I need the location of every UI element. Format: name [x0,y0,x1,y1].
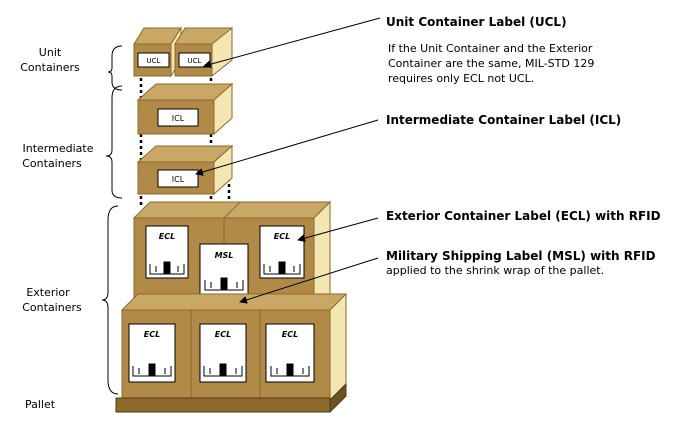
msl-note: applied to the shrink wrap of the pallet… [386,264,604,277]
icl-arrow [195,119,379,176]
ucl-title: Unit Container Label (UCL) [386,15,567,29]
barcode-icon [263,261,301,275]
barcode-icon [149,261,185,275]
msl-title: Military Shipping Label (MSL) with RFID [386,249,656,263]
ecl-label-lower-left-text: ECL [144,330,160,339]
exterior-containers-label-line2: Containers [22,301,82,314]
ecl-label-upper-right-text: ECL [274,232,290,241]
barcode-icon [204,277,244,291]
exterior-bracket [101,205,119,395]
barcode-icon [132,363,172,377]
ucl-note-line2: Container are the same, MIL-STD 129 [388,57,594,70]
msl-label-text: MSL [215,251,234,260]
icl-label-top-text: ICL [172,114,185,123]
ecl-label-upper-right: ECL [259,225,305,279]
msl-label: MSL [199,243,249,297]
ecl-label-lower-left: ECL [128,323,176,383]
intermediate-container-top: ICL [136,82,234,136]
barcode-icon [270,363,310,377]
intermediate-container-bottom: ICL [136,144,234,196]
unit-bracket [107,45,123,91]
msl-arrow [239,257,379,304]
ucl-arrow [203,17,381,69]
unit-container-right: UCL [174,26,233,78]
icl-title: Intermediate Container Label (ICL) [386,113,621,127]
ecl-label-lower-right-text: ECL [282,330,298,339]
icl-label-top [157,108,199,127]
ecl-label-lower-right: ECL [265,323,315,383]
unit-containers-label-line2: Containers [20,61,80,74]
icl-label-bottom [157,169,199,188]
exterior-containers-label-line1: Exterior [26,286,70,299]
ucl-label-left [137,52,170,68]
ucl-note-line1: If the Unit Container and the Exterior [388,42,593,55]
barcode-icon [203,363,243,377]
pallet [115,382,347,413]
ucl-label-left-text: UCL [147,57,161,65]
ecl-arrow [297,217,379,243]
intermediate-bracket [105,85,123,199]
ecl-label-upper-left-text: ECL [159,232,175,241]
intermediate-containers-label-line1: Intermediate [23,142,94,155]
ucl-label-right-text: UCL [188,57,202,65]
ecl-label-lower-middle: ECL [199,323,247,383]
pallet-label: Pallet [25,398,56,411]
ecl-label-lower-middle-text: ECL [215,330,231,339]
icl-label-bottom-text: ICL [172,175,185,184]
ecl-label-upper-left: ECL [145,225,189,279]
ucl-note-line3: requires only ECL not UCL. [388,72,534,85]
unit-container-left: UCL [133,26,182,78]
intermediate-containers-label-line2: Containers [22,157,82,170]
unit-containers-label-line1: Unit [39,46,62,59]
ucl-label-right [178,52,211,68]
ecl-title: Exterior Container Label (ECL) with RFID [386,209,661,223]
